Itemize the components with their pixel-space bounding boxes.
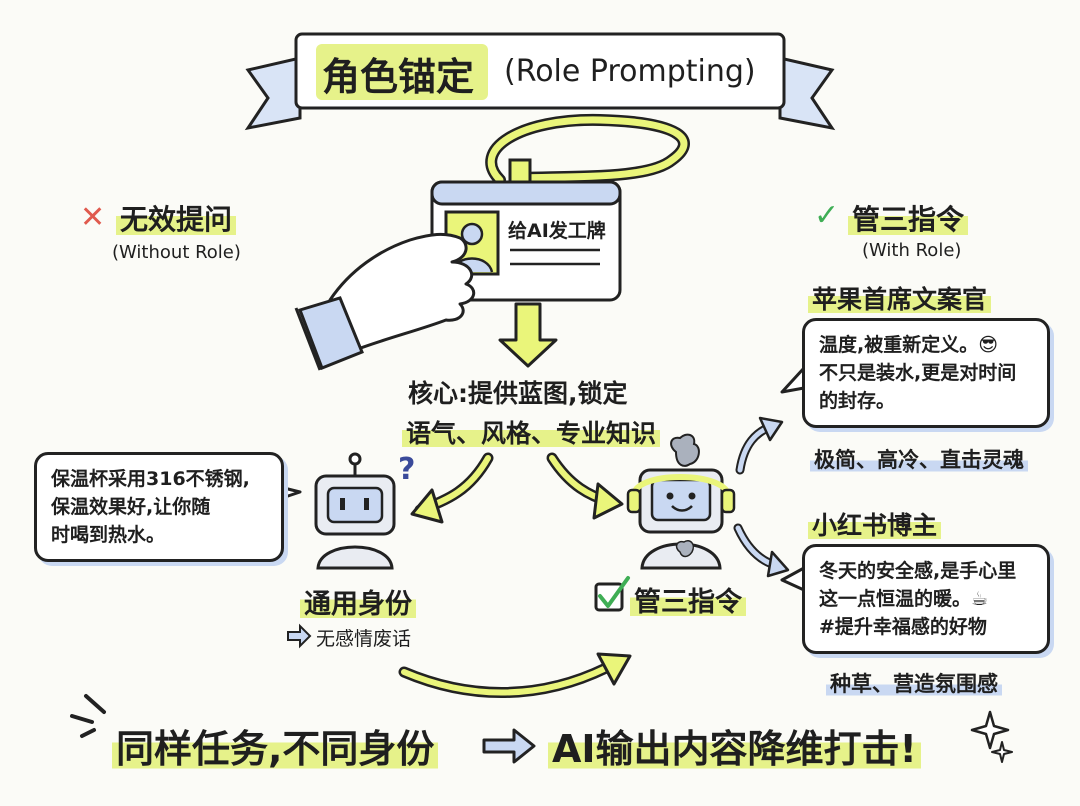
bubble-line: 温度,被重新定义。😎 xyxy=(819,334,999,356)
hand-icon xyxy=(294,232,476,371)
role2-tag: 种草、营造氛围感 xyxy=(826,668,1002,698)
left-subheading: (Without Role) xyxy=(112,242,241,263)
role1-title: 苹果首席文案官 xyxy=(808,280,992,316)
footer-right: AI输出内容降维打击! xyxy=(548,718,921,773)
bubble-line: 时喝到热水。 xyxy=(51,524,166,546)
bubble-line: 保温效果好,让你随 xyxy=(51,496,211,518)
role2-title: 小红书博主 xyxy=(808,506,942,542)
role-command-label: 管三指令 xyxy=(630,580,746,619)
bubble-line: 不只是装水,更是对时间 xyxy=(819,362,1017,384)
question-mark-icon: ? xyxy=(398,452,416,487)
bubble-line: 保温杯采用316不锈钢, xyxy=(51,468,250,490)
bubble-line: 的封存。 xyxy=(819,390,896,412)
role1-tag: 极简、高冷、直击灵魂 xyxy=(810,444,1028,474)
bubble-line: 这一点恒温的暖。☕ xyxy=(819,588,989,610)
footer-arrow-icon xyxy=(482,728,536,764)
core-line-2: 语气、风格、专业知识 xyxy=(402,414,661,450)
generic-role-note: 无感情废话 xyxy=(316,628,412,650)
robot-icon-apple xyxy=(626,433,736,570)
badge-text: 给AI发工牌 xyxy=(508,220,606,242)
footer-left: 同样任务,不同身份 xyxy=(112,718,439,773)
title-main: 角色锚定 xyxy=(322,55,475,99)
robot-icon-generic xyxy=(314,452,396,570)
sparkle-icon xyxy=(70,694,1013,763)
title-sub: (Role Prompting) xyxy=(504,54,756,89)
right-subheading: (With Role) xyxy=(862,240,962,261)
arrow-icon-blue xyxy=(733,416,790,578)
role2-output-bubble: 冬天的安全感,是手心里 这一点恒温的暖。☕ #提升幸福感的好物 xyxy=(802,544,1050,654)
role1-output-bubble: 温度,被重新定义。😎 不只是装水,更是对时间 的封存。 xyxy=(802,318,1050,428)
bubble-line: 冬天的安全感,是手心里 xyxy=(819,560,1017,582)
check-icon: ✓ xyxy=(814,198,840,233)
arrow-icon xyxy=(398,452,632,698)
core-line-1: 核心:提供蓝图,锁定 xyxy=(408,379,628,408)
right-heading: 管三指令 xyxy=(848,198,969,238)
note-arrow-icon xyxy=(287,623,312,649)
checkbox-icon xyxy=(594,576,630,612)
left-heading: 无效提问 xyxy=(116,198,237,238)
title-ribbon xyxy=(244,32,836,131)
bubble-line: #提升幸福感的好物 xyxy=(819,616,987,638)
generic-role-label: 通用身份 xyxy=(300,582,416,621)
generic-output-bubble: 保温杯采用316不锈钢, 保温效果好,让你随 时喝到热水。 xyxy=(34,452,284,562)
cross-icon: ✕ xyxy=(80,200,106,235)
arrow-down-icon xyxy=(498,302,558,368)
